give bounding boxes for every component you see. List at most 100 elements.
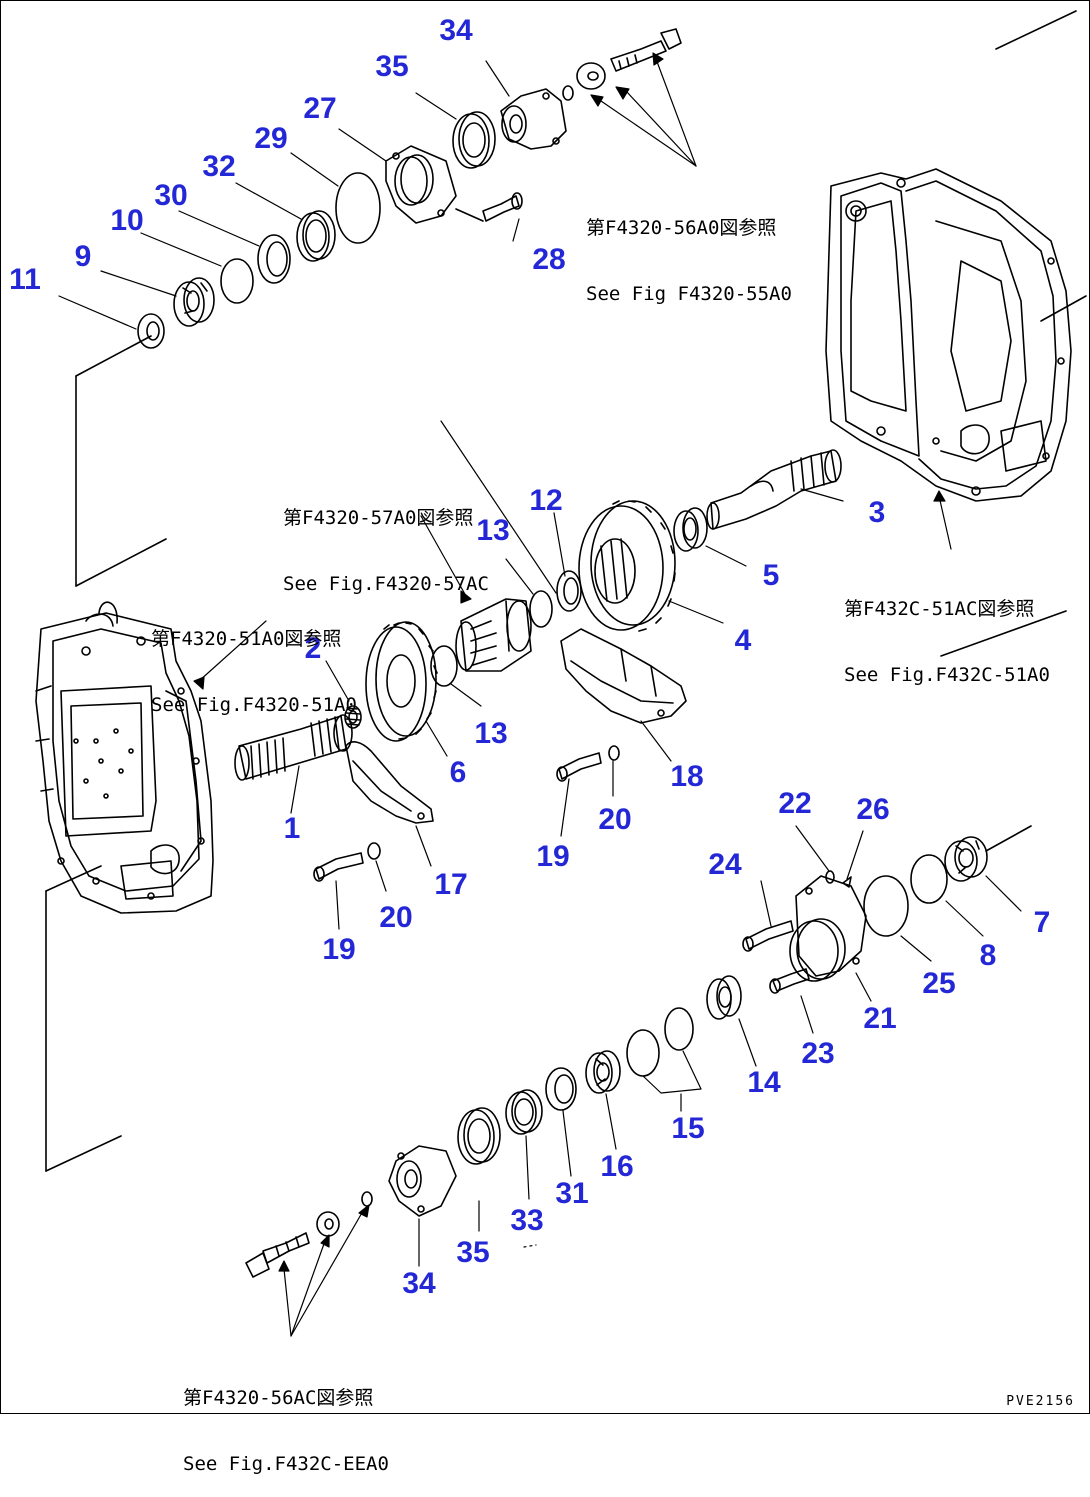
part-34-coupling-upper bbox=[500, 88, 567, 150]
callout-20-center: 20 bbox=[598, 803, 632, 836]
callout-30: 30 bbox=[154, 179, 188, 212]
part-27-cage bbox=[385, 145, 457, 224]
part-23-bolt bbox=[769, 968, 810, 994]
right-housing bbox=[825, 168, 1072, 502]
callout-24: 24 bbox=[708, 848, 742, 881]
center-carrier bbox=[455, 598, 532, 672]
part-22-plug bbox=[825, 870, 835, 884]
part-6-gear bbox=[365, 621, 438, 742]
callout-22: 22 bbox=[778, 787, 812, 820]
callout-15: 15 bbox=[671, 1112, 705, 1145]
callout-1: 1 bbox=[283, 812, 301, 845]
part-16-bearing bbox=[585, 1050, 621, 1094]
callout-34-lower: 34 bbox=[402, 1267, 436, 1300]
callout-26: 26 bbox=[856, 793, 890, 826]
callout-10: 10 bbox=[110, 204, 144, 237]
part-14-nut bbox=[706, 975, 742, 1020]
part-29-o-ring bbox=[335, 172, 381, 244]
part-31-ring bbox=[545, 1067, 577, 1111]
callout-9: 9 bbox=[74, 240, 92, 273]
part-25-o-ring bbox=[863, 875, 909, 937]
washer-lower bbox=[316, 1211, 340, 1237]
callout-20-left: 20 bbox=[379, 901, 413, 934]
callout-7: 7 bbox=[1033, 906, 1051, 939]
o-ring-lower bbox=[361, 1191, 373, 1207]
callout-18: 18 bbox=[670, 760, 704, 793]
callout-23: 23 bbox=[801, 1037, 835, 1070]
part-33-seal bbox=[505, 1089, 543, 1135]
part-13-snap-ring-upper bbox=[529, 590, 553, 628]
callout-17: 17 bbox=[434, 868, 468, 901]
bolt-lower bbox=[245, 1232, 310, 1278]
callout-21: 21 bbox=[863, 1002, 897, 1035]
callout-14: 14 bbox=[747, 1066, 781, 1099]
callout-3: 3 bbox=[868, 496, 886, 529]
part-28-bolt bbox=[482, 192, 523, 222]
part-11-washer bbox=[137, 313, 165, 349]
exploded-view-drawing bbox=[35, 10, 1087, 1337]
part-5-bearing bbox=[673, 507, 708, 552]
callout-33: 33 bbox=[510, 1204, 544, 1237]
reference-note-en: See Fig.F4320-51A0 bbox=[151, 694, 357, 716]
reference-note-jp: 第F4320-51A0図参照 bbox=[151, 628, 342, 650]
part-19-bolt-center bbox=[556, 752, 602, 782]
o-ring-upper bbox=[562, 85, 574, 101]
callout-31: 31 bbox=[555, 1177, 589, 1210]
reference-note-en: See Fig.F432C-51A0 bbox=[844, 664, 1050, 686]
callout-13-lower: 13 bbox=[474, 717, 508, 750]
reference-note-jp: 第F4320-56A0図参照 bbox=[586, 217, 777, 239]
drawing-code: PVE2156 bbox=[1006, 1394, 1075, 1409]
part-26-seal bbox=[842, 876, 852, 888]
callout-28: 28 bbox=[532, 243, 566, 276]
part-24-bolt bbox=[742, 920, 794, 952]
part-8-ring bbox=[910, 854, 948, 904]
part-2-bearing bbox=[344, 705, 362, 729]
callout-19-center: 19 bbox=[536, 840, 570, 873]
reference-note-right: 第F432C-51AC図参照 See Fig.F432C-51A0 bbox=[844, 554, 1050, 708]
part-21-cage bbox=[789, 875, 867, 982]
reference-note-en: See Fig.F4320-57AC bbox=[283, 573, 489, 595]
leader-28-extension bbox=[455, 208, 484, 222]
left-housing bbox=[35, 601, 214, 914]
callout-6: 6 bbox=[449, 756, 467, 789]
part-17-cover bbox=[345, 741, 434, 824]
callout-34-upper: 34 bbox=[439, 14, 473, 47]
reference-note-left: 第F4320-51A0図参照 See Fig.F4320-51A0 bbox=[151, 584, 357, 738]
bolt-upper bbox=[610, 28, 682, 72]
reference-note-jp: 第F4320-56AC図参照 bbox=[183, 1387, 374, 1409]
callout-16: 16 bbox=[600, 1150, 634, 1183]
part-19-bolt-left bbox=[313, 852, 364, 882]
part-10-ring bbox=[220, 258, 254, 304]
reference-note-middle: 第F4320-57A0図参照 See Fig.F4320-57AC bbox=[283, 463, 489, 617]
callout-35-lower: 35 bbox=[456, 1236, 490, 1269]
part-3-shaft bbox=[706, 449, 842, 530]
callout-32: 32 bbox=[202, 150, 236, 183]
callout-11: 11 bbox=[9, 263, 41, 296]
leader-lines bbox=[58, 60, 1022, 1267]
callout-2: 2 bbox=[304, 632, 322, 665]
reference-note-bottom: 第F4320-56AC図参照 See Fig.F432C-EEA0 bbox=[183, 1343, 389, 1497]
callout-27: 27 bbox=[303, 92, 337, 125]
callout-19-left: 19 bbox=[322, 933, 356, 966]
part-13-snap-ring-lower bbox=[430, 645, 458, 687]
callout-4: 4 bbox=[734, 624, 752, 657]
part-34-coupling-lower bbox=[388, 1145, 457, 1217]
reference-arrows bbox=[193, 52, 952, 1337]
part-35-seal-upper bbox=[452, 111, 496, 169]
part-20-washer-left bbox=[367, 842, 381, 860]
reference-note-jp: 第F4320-57A0図参照 bbox=[283, 507, 474, 529]
part-15-shim-a bbox=[664, 1007, 694, 1051]
part-30-ring bbox=[257, 234, 291, 284]
part-4-gear bbox=[578, 500, 676, 632]
part-12-ring bbox=[556, 570, 582, 612]
part-35-seal-lower bbox=[457, 1107, 501, 1165]
callout-8: 8 bbox=[979, 939, 997, 972]
reference-note-top-right: 第F4320-56A0図参照 See Fig F4320-55A0 bbox=[586, 173, 792, 327]
part-20-washer-center bbox=[608, 745, 620, 761]
part-32-seal bbox=[296, 210, 336, 262]
callout-13-upper: 13 bbox=[476, 514, 510, 547]
part-7-bearing bbox=[944, 836, 988, 882]
callout-29: 29 bbox=[254, 122, 288, 155]
callout-25: 25 bbox=[922, 967, 956, 1000]
